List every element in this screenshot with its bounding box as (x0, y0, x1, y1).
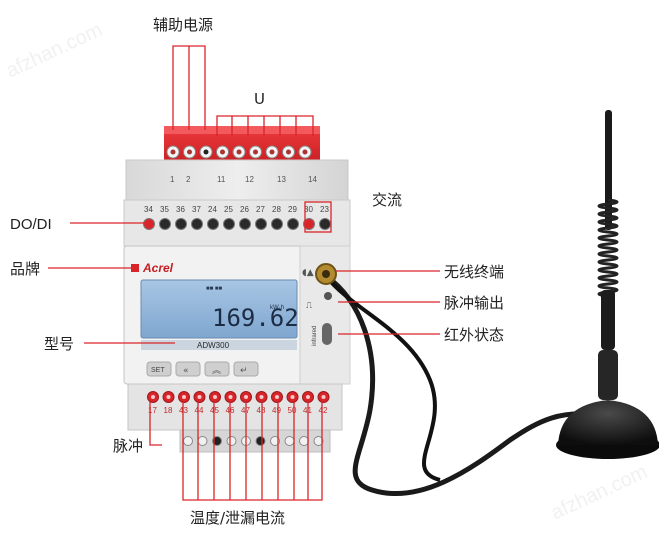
io-terminal (143, 218, 155, 230)
io-terminal-number: 24 (208, 205, 217, 214)
base-screw (255, 436, 266, 446)
io-terminal-number: 30 (304, 205, 313, 214)
label-do-di: DO/DI (10, 216, 52, 233)
io-terminal-number: 27 (256, 205, 265, 214)
bottom-terminal-number: 17 (148, 406, 157, 415)
base-screw (212, 436, 222, 446)
io-terminal-number: 23 (320, 205, 329, 214)
terminal-number: 12 (245, 175, 254, 184)
io-terminal-number: 36 (176, 205, 185, 214)
enter-button (233, 361, 259, 377)
label-pulse-out: 脉冲输出 (444, 294, 504, 312)
bottom-terminal-number: 43 (179, 406, 188, 415)
bottom-terminal-number: 45 (210, 406, 219, 415)
svg-text:◖▲: ◖▲ (302, 268, 314, 278)
svg-text:afzhan.com: afzhan.com (548, 461, 651, 525)
io-terminal-number: 26 (240, 205, 249, 214)
io-terminal-number: 37 (192, 205, 201, 214)
side-indicators: ◖▲ ⎍ infrared (302, 268, 332, 346)
bottom-terminal-number: 44 (195, 406, 204, 415)
terminal-number: 2 (186, 175, 191, 184)
up-button (204, 361, 230, 377)
base-screw (270, 436, 280, 446)
infrared-label: infrared (312, 326, 318, 346)
io-terminal (223, 218, 235, 230)
svg-text:Acrel: Acrel (142, 261, 174, 275)
label-voltage: U (254, 90, 265, 108)
lcd-display: ■■ ■■ 169.62 kW·h (140, 279, 299, 339)
io-terminal (319, 218, 331, 230)
bottom-terminal-number: 48 (257, 406, 266, 415)
io-terminal-number: 34 (144, 205, 153, 214)
io-terminal (207, 218, 219, 230)
label-pulse: 脉冲 (113, 437, 143, 455)
io-terminal (271, 218, 283, 230)
base-screw (197, 436, 208, 446)
base-screw (313, 436, 324, 446)
label-brand: 品牌 (10, 260, 40, 278)
antenna (315, 110, 659, 497)
svg-text:«: « (183, 366, 189, 376)
label-aux-power: 辅助电源 (153, 16, 213, 34)
bottom-terminal-number: 49 (272, 406, 281, 415)
lcd-reading: 169.62 (212, 304, 299, 332)
io-terminal (175, 218, 187, 230)
svg-text:︽: ︽ (212, 366, 221, 376)
svg-text:■■ ■■: ■■ ■■ (206, 286, 223, 292)
label-ir-status: 红外状态 (444, 326, 504, 344)
label-temp-leak: 温度/泄漏电流 (190, 509, 285, 527)
top-terminal-block (164, 126, 320, 164)
base-screw (226, 436, 237, 446)
svg-text:↵: ↵ (240, 366, 248, 376)
base-screw (284, 436, 295, 446)
svg-text:SET: SET (151, 367, 165, 374)
io-terminal (303, 218, 315, 230)
base-screw (299, 436, 309, 446)
terminal-number: 14 (308, 175, 317, 184)
io-terminal (159, 218, 171, 230)
left-button (175, 361, 201, 377)
bottom-terminal-number: 50 (288, 406, 297, 415)
label-model: 型号 (44, 335, 74, 353)
label-ac: 交流 (372, 191, 402, 209)
front-buttons: SET « ︽ ↵ (146, 361, 259, 377)
set-button (146, 361, 172, 377)
io-terminal-number: 28 (272, 205, 281, 214)
io-terminal (191, 218, 203, 230)
io-terminal (239, 218, 251, 230)
bottom-terminal-number: 42 (319, 406, 328, 415)
io-terminal (255, 218, 267, 230)
io-terminal-number: 25 (224, 205, 233, 214)
lcd-unit: kW·h (270, 305, 284, 311)
svg-text:⎍: ⎍ (306, 301, 313, 311)
brand-logo: Acrel (131, 261, 174, 275)
model-label: ADW300 (197, 341, 230, 350)
io-terminal (287, 218, 299, 230)
io-terminal-number: 29 (288, 205, 297, 214)
terminal-number: 1 (170, 175, 175, 184)
terminal-number: 11 (217, 175, 226, 184)
svg-text:afzhan.com: afzhan.com (3, 19, 106, 83)
terminal-number: 13 (277, 175, 286, 184)
base-screw (183, 436, 193, 446)
bottom-terminal-number: 18 (164, 406, 173, 415)
io-terminal-number: 35 (160, 205, 169, 214)
label-wireless: 无线终端 (444, 263, 504, 281)
callout-lines (48, 45, 440, 501)
